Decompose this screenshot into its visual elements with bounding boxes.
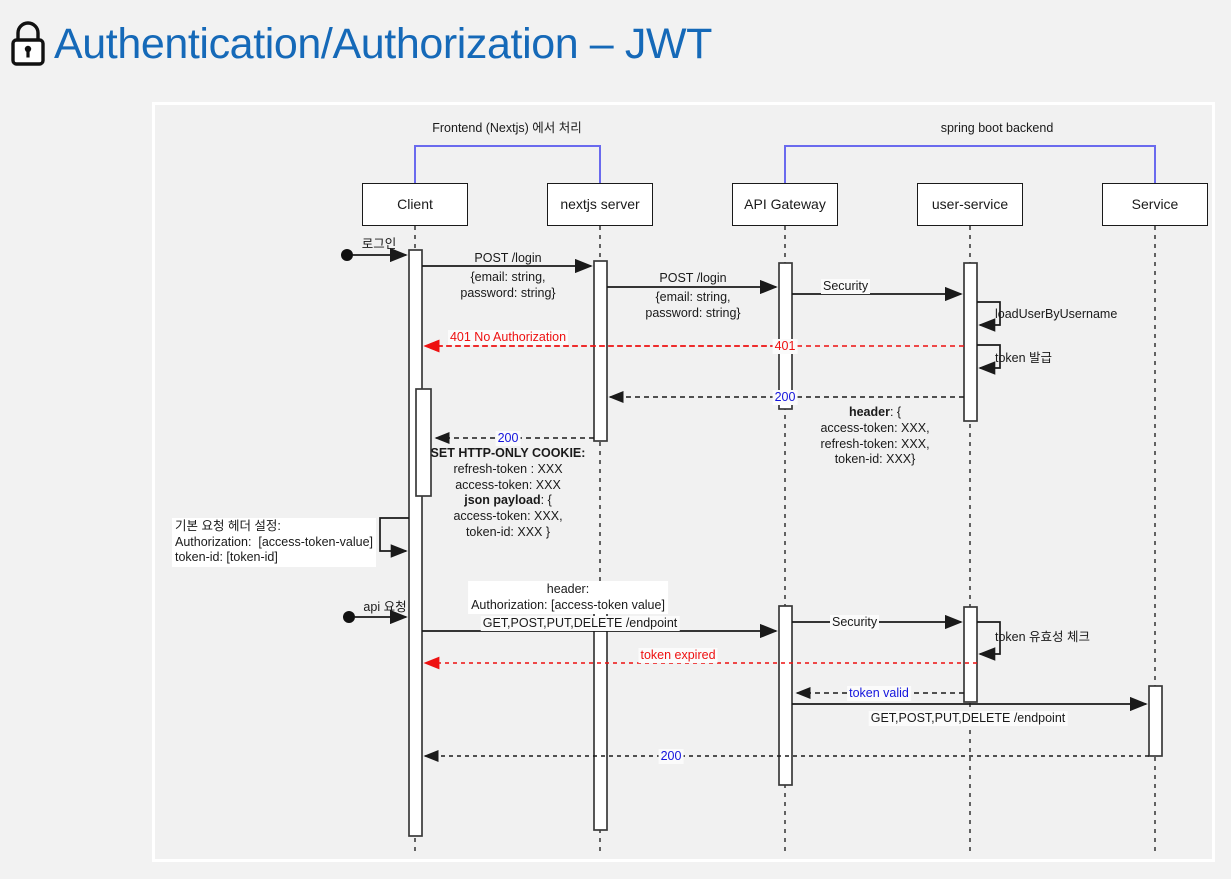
message-label-token-expired: token expired (638, 648, 718, 663)
message-label-endpoint-1: GET,POST,PUT,DELETE /endpoint (480, 616, 680, 631)
message-label-post-login-1: POST /login (474, 251, 542, 265)
json-payload-title: json payload: { (464, 493, 552, 508)
message-label-security-2: Security (830, 615, 880, 630)
message-label-200-cookie-code: 200 (495, 431, 521, 446)
note-request-header: header: Authorization: [access-token val… (468, 581, 668, 614)
message-label-200-final: 200 (658, 749, 684, 764)
json-payload-colon: : { (540, 493, 552, 507)
json-payload-lines: access-token: XXX, token-id: XXX } (453, 509, 563, 539)
participant-label-user-service: user-service (931, 196, 1009, 212)
participant-label-api-gateway: API Gateway (744, 196, 826, 212)
participant-box-client[interactable]: Client (362, 183, 468, 226)
participant-box-api-gateway[interactable]: API Gateway (732, 183, 838, 226)
note-default-request-header: 기본 요청 헤더 설정: Authorization: [access-toke… (172, 518, 377, 567)
message-label-token-validity-check: token 유효성 체크 (995, 630, 1091, 644)
message-label-401-code: 401 (772, 339, 798, 354)
json-payload-bold: json payload (464, 493, 541, 507)
message-label-token-valid: token valid (847, 686, 911, 701)
cookie-block-title: SET HTTP-ONLY COOKIE: (430, 446, 586, 460)
lock-icon (8, 19, 48, 69)
message-label-api-request: api 요청 (363, 600, 407, 614)
message-label-login: 로그인 (361, 237, 397, 251)
message-body-post-login-2: {email: string, password: string} (645, 290, 741, 320)
message-label-token-issue: token 발급 (995, 351, 1053, 365)
page-title: Authentication/Authorization – JWT (8, 8, 712, 80)
message-label-security-1: Security (821, 279, 871, 294)
cookie-block-lines: refresh-token : XXX access-token: XXX (453, 462, 563, 492)
participant-label-client: Client (397, 196, 433, 212)
message-label-post-login-2: POST /login (659, 271, 727, 285)
participant-box-user-service[interactable]: user-service (917, 183, 1023, 226)
message-body-post-login-1: {email: string, password: string} (460, 270, 556, 300)
header-block-colon: : { (889, 405, 902, 419)
diagram-frame (152, 102, 1215, 862)
message-label-endpoint-2: GET,POST,PUT,DELETE /endpoint (868, 711, 1068, 726)
participant-label-nextjs-server: nextjs server (560, 196, 640, 212)
participant-box-nextjs-server[interactable]: nextjs server (547, 183, 653, 226)
group-label-frontend: Frontend (Nextjs) 에서 처리 (432, 121, 582, 135)
header-block-bold: header (848, 405, 890, 419)
message-label-load-user: loadUserByUsername (995, 307, 1118, 321)
group-label-backend: spring boot backend (940, 121, 1054, 135)
page-title-text: Authentication/Authorization – JWT (54, 19, 713, 68)
header-block-lines: access-token: XXX, refresh-token: XXX, t… (820, 421, 930, 466)
participant-label-service: Service (1131, 196, 1179, 212)
participant-box-service[interactable]: Service (1102, 183, 1208, 226)
header-block-title: header: { (849, 405, 901, 420)
message-label-200-header-code: 200 (772, 390, 798, 405)
message-label-401-no-authorization: 401 No Authorization (447, 330, 569, 345)
